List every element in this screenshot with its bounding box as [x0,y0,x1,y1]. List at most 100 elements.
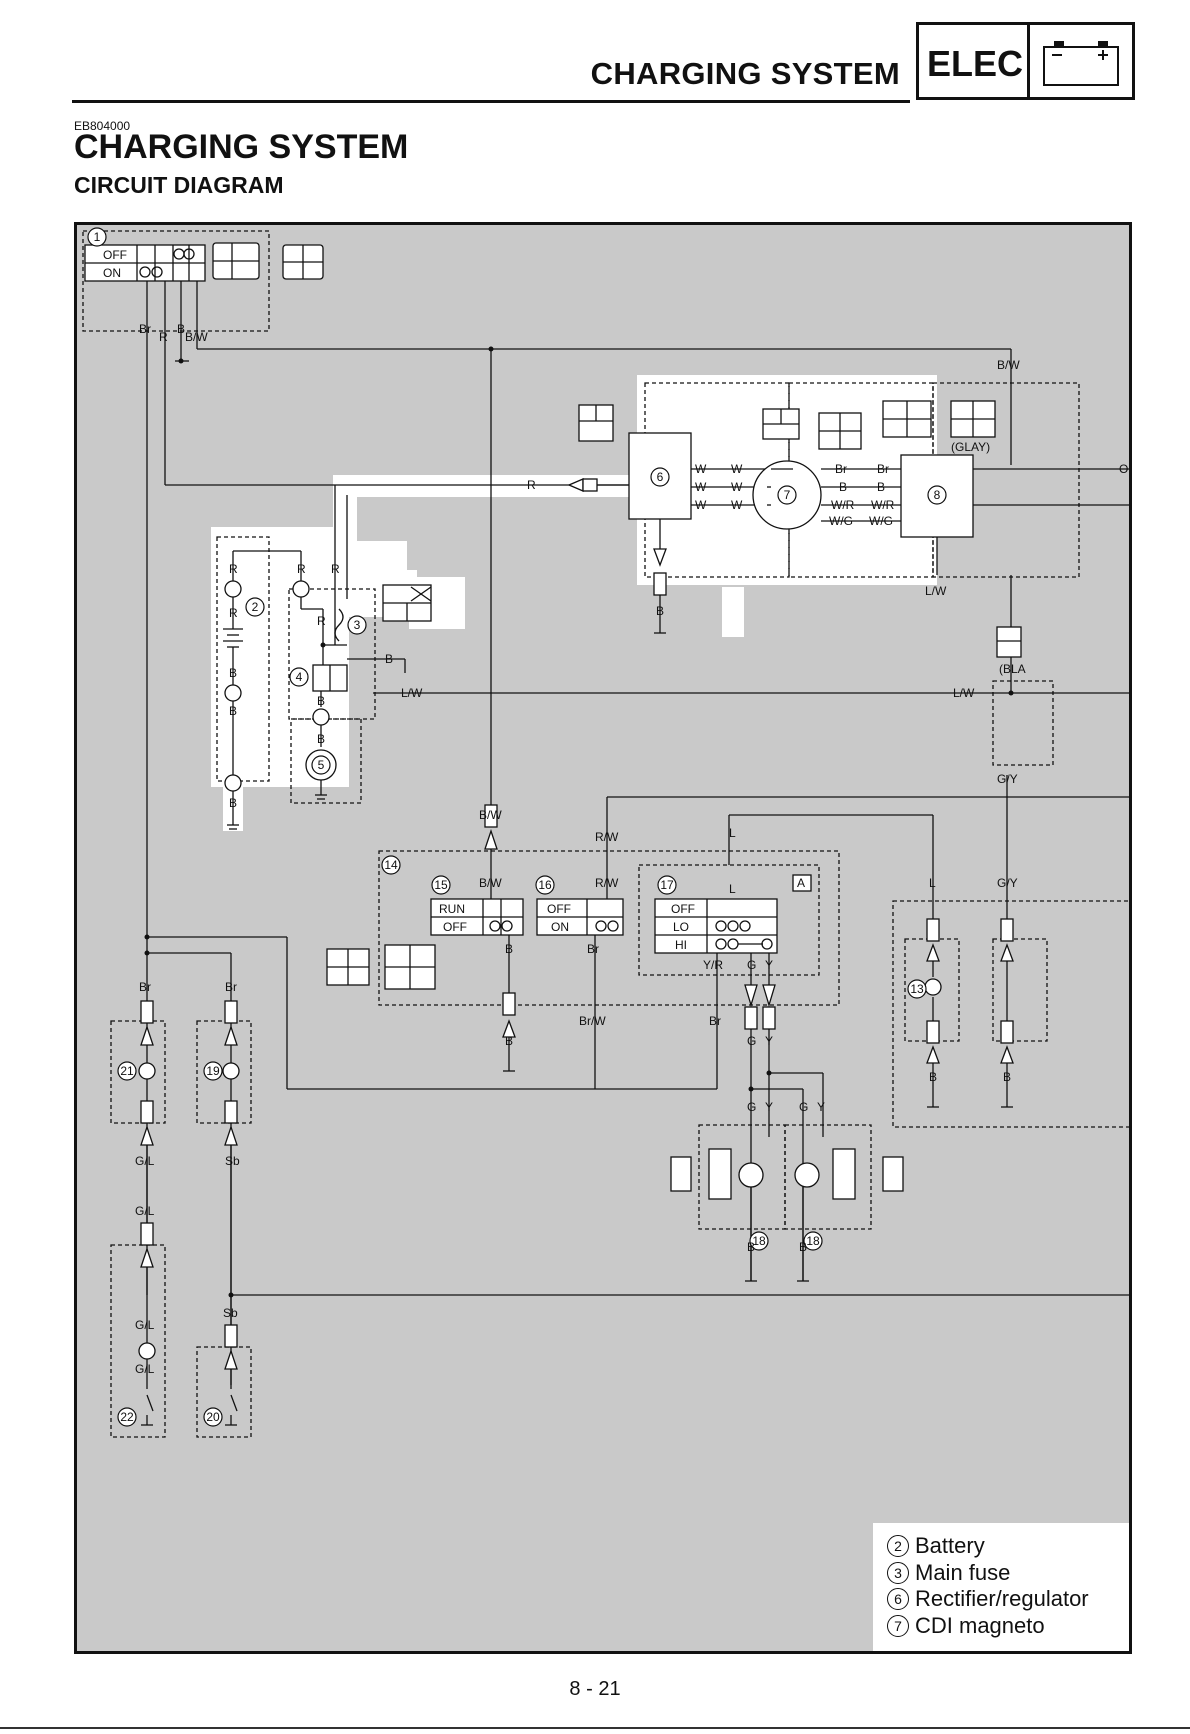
svg-text:G: G [799,1100,808,1114]
svg-text:15: 15 [434,878,448,892]
svg-text:B/W: B/W [997,358,1020,372]
marker-13: 13 [907,979,927,999]
marker-1: 1 [87,227,107,247]
svg-text:B: B [317,694,325,708]
svg-text:G/Y: G/Y [997,772,1018,786]
svg-text:B: B [747,1240,755,1254]
svg-text:L: L [729,882,736,896]
marker-7: 7 [777,485,797,505]
svg-text:L: L [929,876,936,890]
svg-text:RUN: RUN [439,902,465,916]
svg-text:L/W: L/W [925,584,947,598]
svg-text:OFF: OFF [443,920,467,934]
svg-text:Br/W: Br/W [579,1014,606,1028]
svg-text:Br: Br [587,942,599,956]
svg-text:HI: HI [675,938,687,952]
svg-text:OFF: OFF [103,248,127,262]
elec-tab: ELEC [916,22,1030,100]
svg-text:Br: Br [835,462,847,476]
svg-text:Br: Br [225,980,237,994]
marker-21: 21 [117,1061,137,1081]
svg-text:L/W: L/W [401,686,423,700]
svg-text:OFF: OFF [547,902,571,916]
marker-17: 17 [657,875,677,895]
svg-text:A: A [797,876,805,890]
marker-18b: 18 [803,1231,823,1251]
svg-text:Br: Br [709,1014,721,1028]
svg-text:R/W: R/W [595,876,619,890]
svg-text:18: 18 [806,1234,820,1248]
svg-text:6: 6 [657,470,664,484]
svg-text:W: W [731,480,743,494]
section-header-title: CHARGING SYSTEM [590,56,900,91]
svg-text:Y: Y [765,958,773,972]
svg-text:B: B [229,704,237,718]
circuit-diagram: 1 2 3 4 5 6 7 8 13 14 15 16 17 18 18 19 … [74,222,1132,1654]
svg-text:21: 21 [120,1064,134,1078]
svg-text:B: B [177,322,185,336]
marker-22: 22 [117,1407,137,1427]
svg-text:G: G [747,958,756,972]
svg-text:Sb: Sb [223,1306,238,1320]
svg-text:ON: ON [551,920,569,934]
marker-14: 14 [381,855,401,875]
marker-20: 20 [203,1407,223,1427]
svg-text:R: R [229,562,238,576]
svg-text:7: 7 [784,488,791,502]
svg-text:ON: ON [103,266,121,280]
marker-4: 4 [289,667,309,687]
svg-text:19: 19 [206,1064,220,1078]
svg-text:8: 8 [934,488,941,502]
svg-text:W: W [731,462,743,476]
svg-text:13: 13 [910,982,924,996]
svg-text:Br: Br [139,322,151,336]
svg-text:17: 17 [660,878,674,892]
svg-text:1: 1 [94,230,101,244]
marker-18a: 18 [749,1231,769,1251]
svg-text:B/W: B/W [185,330,208,344]
marker-15: 15 [431,875,451,895]
svg-text:LO: LO [673,920,689,934]
svg-text:16: 16 [538,878,552,892]
svg-text:O: O [1119,462,1128,476]
marker-6: 6 [650,467,670,487]
bottom-rule [0,1727,1190,1729]
svg-text:R: R [317,614,326,628]
svg-text:B/W: B/W [479,808,502,822]
svg-text:Br: Br [877,462,889,476]
svg-text:B: B [799,1240,807,1254]
svg-text:G/L: G/L [135,1318,155,1332]
svg-text:B: B [317,732,325,746]
page-number: 8 - 21 [569,1678,621,1700]
svg-text:B: B [877,480,885,494]
svg-text:G/Y: G/Y [997,876,1018,890]
svg-text:W/R: W/R [871,498,895,512]
svg-text:L: L [729,826,736,840]
svg-text:B: B [229,796,237,810]
svg-text:R: R [159,330,168,344]
svg-text:B: B [385,652,393,666]
svg-text:R: R [527,478,536,492]
svg-text:Y: Y [817,1100,825,1114]
marker-5: 5 [311,755,331,775]
svg-text:4: 4 [296,670,303,684]
svg-text:G: G [747,1034,756,1048]
svg-text:B: B [505,1034,513,1048]
svg-text:R: R [297,562,306,576]
svg-text:W: W [695,462,707,476]
svg-text:W/R: W/R [831,498,855,512]
marker-2: 2 [245,597,265,617]
svg-text:Sb: Sb [225,1154,240,1168]
svg-text:W: W [731,498,743,512]
svg-text:G/L: G/L [135,1362,155,1376]
svg-text:R: R [331,562,340,576]
svg-text:B: B [839,480,847,494]
header-rule [72,100,910,103]
svg-text:B: B [656,604,664,618]
svg-text:Y: Y [765,1034,773,1048]
svg-text:B/W: B/W [479,876,502,890]
